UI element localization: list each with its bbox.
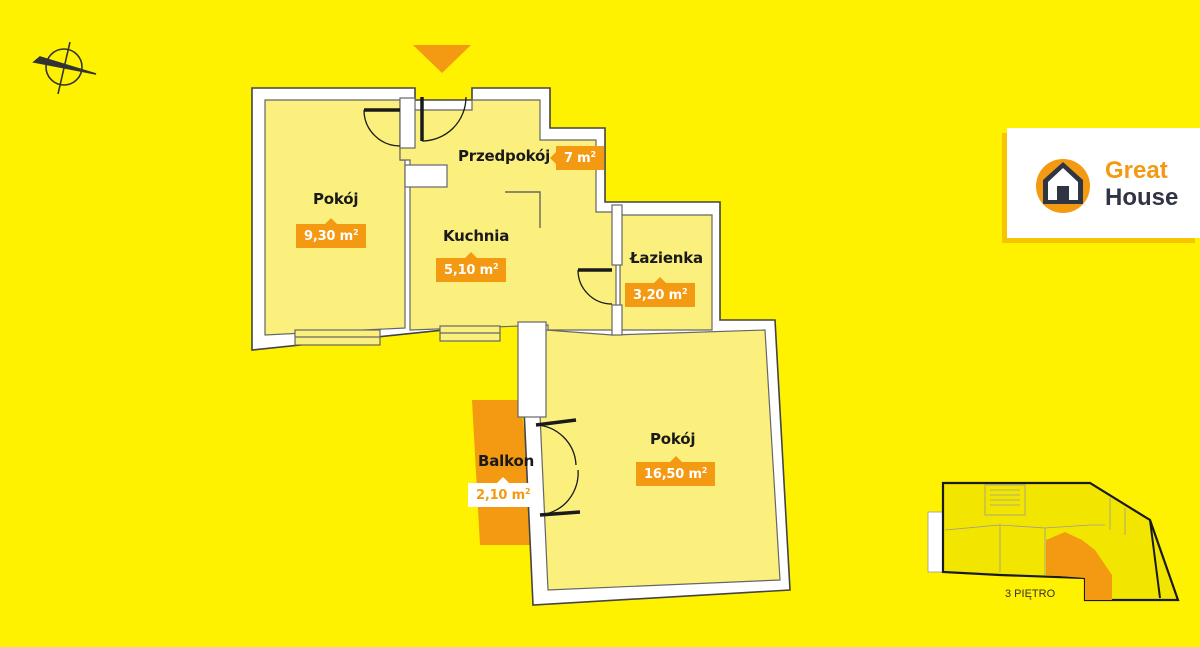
logo-card: Great House [1007, 128, 1200, 238]
area-unit-sup: 2 [681, 287, 688, 296]
kitchen-counter [505, 191, 541, 228]
house-logo-icon [1036, 159, 1090, 213]
room-lazienka-floor [619, 214, 713, 331]
area-unit-sup: 2 [701, 466, 708, 475]
area-value: 7 m [564, 151, 591, 166]
area-unit-sup: 2 [492, 262, 499, 271]
windows [294, 325, 501, 346]
area-value: 9,30 m [304, 229, 353, 244]
room-name-przedpokoj: Przedpokój [458, 147, 551, 165]
room-name-balkon: Balkon [478, 452, 535, 470]
area-tag-pokoj-small: 9,30 m2 [296, 218, 367, 248]
doors [363, 96, 613, 517]
area-unit-sup: 2 [352, 228, 359, 237]
room-name-pokoj-large: Pokój [650, 430, 696, 448]
area-value: 5,10 m [444, 263, 493, 278]
area-tag-balkon: 2,10 m2 [468, 477, 539, 507]
area-value: 16,50 m [644, 467, 702, 482]
key-plan [927, 481, 1180, 602]
area-tag-pokoj-large: 16,50 m2 [636, 456, 716, 486]
room-name-pokoj-small: Pokój [313, 190, 359, 208]
area-value: 3,20 m [633, 288, 682, 303]
logo-word-great: Great [1105, 157, 1168, 184]
logo-word-house: House [1105, 184, 1179, 211]
area-tag-przedpokoj: 7 m2 [550, 146, 604, 170]
area-unit-sup: 2 [524, 487, 531, 496]
room-name-lazienka: Łazienka [630, 249, 703, 267]
key-plan-highlight [1046, 532, 1112, 600]
compass-icon [32, 41, 97, 95]
area-value: 2,10 m [476, 488, 525, 503]
balcony-area [472, 400, 540, 545]
area-tag-kuchnia: 5,10 m2 [436, 252, 507, 282]
floor-label: 3 PIĘTRO [1005, 588, 1056, 600]
entrance-arrow-icon [413, 45, 471, 73]
interior-walls [399, 97, 623, 418]
area-tag-lazienka: 3,20 m2 [625, 277, 696, 307]
room-name-kuchnia: Kuchnia [443, 227, 510, 245]
area-unit-sup: 2 [590, 150, 597, 159]
